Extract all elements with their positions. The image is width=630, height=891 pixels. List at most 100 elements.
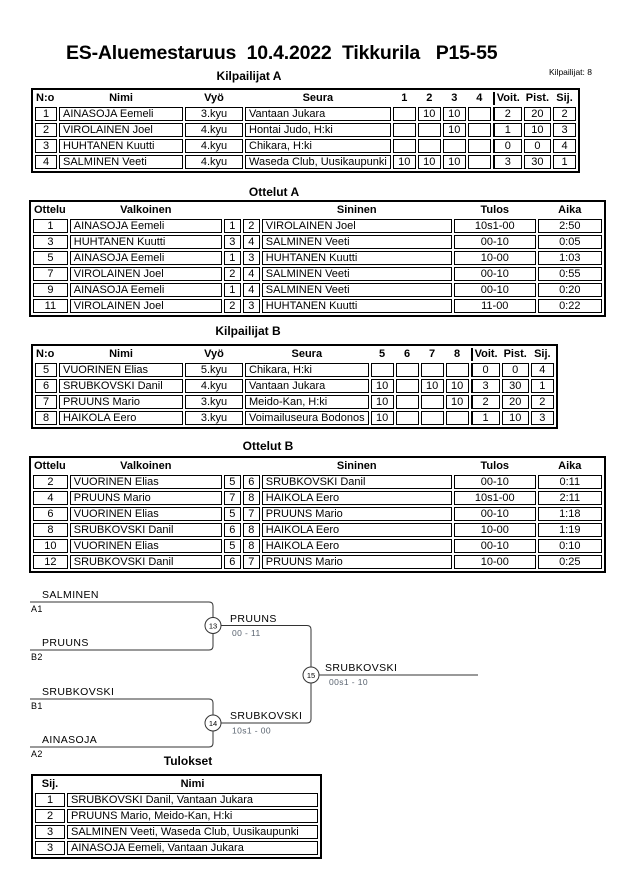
bracket-diagram: SALMINEN A1 PRUUNS B2 13 PRUUNS 00 - 11 …	[30, 589, 478, 759]
table-row: 4 SALMINEN Veeti 4.kyu Waseda Club, Uusi…	[35, 155, 577, 169]
table-row: 2 VUORINEN Elias 5 6 SRUBKOVSKI Danil 00…	[33, 475, 602, 489]
col-header-sij: Sij.	[556, 92, 573, 104]
col-header-no: N:o	[36, 348, 55, 360]
col-header-voit: Voit.	[492, 92, 522, 105]
section-title-kilpailijat-a: Kilpailijat A	[216, 69, 282, 83]
col-header-nimi: Nimi	[180, 778, 205, 790]
col-header-opp8: 8	[454, 348, 461, 360]
table-row: 7 VIROLAINEN Joel 2 4 SALMINEN Veeti 00-…	[33, 267, 602, 281]
kilpailijat-a-table: N:o Nimi Vyö Seura 1 2 3 4 Voit. Pist. S…	[31, 88, 581, 173]
bracket-seed-label: B1	[31, 701, 43, 711]
bracket-player-name: SRUBKOVSKI	[42, 686, 114, 698]
bracket-connector-line	[221, 683, 312, 724]
col-header-opp2: 2	[426, 92, 433, 104]
header-row: N:o Nimi Vyö Seura 1 2 3 4 Voit. Pist. S…	[35, 92, 576, 105]
section-title-ottelut-a: Ottelut A	[248, 185, 300, 199]
col-header-sininen: Sininen	[336, 460, 377, 472]
table-row: 3 AINASOJA Eemeli, Vantaan Jukara	[35, 841, 318, 855]
bracket-player-name: PRUUNS	[42, 637, 89, 649]
table-row: 3 SALMINEN Veeti, Waseda Club, Uusikaupu…	[35, 825, 318, 839]
bracket-winner-name: PRUUNS	[230, 613, 277, 625]
header-row: N:o Nimi Vyö Seura 5 6 7 8 Voit. Pist. S…	[35, 348, 554, 361]
col-header-opp7: 7	[429, 348, 436, 360]
col-header-sij: Sij.	[534, 348, 551, 360]
table-row: 11 VIROLAINEN Joel 2 3 HUHTANEN Kuutti 1…	[33, 299, 602, 313]
section-title-ottelut-b: Ottelut B	[242, 439, 294, 453]
table-row: 8 HAIKOLA Eero 3.kyu Voimailuseura Bodon…	[35, 411, 554, 425]
kilpailijat-b-table: N:o Nimi Vyö Seura 5 6 7 8 Voit. Pist. S…	[31, 344, 558, 429]
bracket-seed-label: A1	[31, 604, 43, 614]
table-row: 2 VIROLAINEN Joel 4.kyu Hontai Judo, H:k…	[35, 123, 577, 137]
table-row: 1 SRUBKOVSKI Danil, Vantaan Jukara	[35, 793, 318, 807]
tulokset-table: Sij. Nimi 1 SRUBKOVSKI Danil, Vantaan Ju…	[31, 774, 322, 859]
header-row: Sij. Nimi	[35, 778, 318, 791]
col-header-tulos: Tulos	[480, 204, 510, 216]
col-header-seura: Seura	[291, 348, 323, 360]
col-header-nimi: Nimi	[109, 92, 133, 104]
table-row: 9 AINASOJA Eemeli 1 4 SALMINEN Veeti 00-…	[33, 283, 602, 297]
table-row: 2 PRUUNS Mario, Meido-Kan, H:ki	[35, 809, 318, 823]
col-header-opp5: 5	[379, 348, 386, 360]
col-header-sininen: Sininen	[336, 204, 377, 216]
col-header-pist: Pist.	[525, 92, 550, 104]
table-row: 3 HUHTANEN Kuutti 3 4 SALMINEN Veeti 00-…	[33, 235, 602, 249]
table-row: 5 VUORINEN Elias 5.kyu Chikara, H:ki 0 0…	[35, 363, 554, 377]
col-header-wno	[224, 204, 241, 217]
ottelut-a-table: Ottelu Valkoinen Sininen Tulos Aika 1 AI…	[29, 200, 606, 317]
match-number: 13	[209, 622, 217, 631]
col-header-vyo: Vyö	[204, 92, 224, 104]
page-title: ES-Aluemestaruus 10.4.2022 Tikkurila P15…	[66, 42, 498, 64]
col-header-voit: Voit.	[470, 348, 500, 361]
match-number-circle	[302, 666, 320, 684]
match-number-circle	[204, 714, 222, 732]
col-header-seura: Seura	[302, 92, 334, 104]
col-header-aika: Aika	[558, 204, 582, 216]
bracket-match-score: 10s1 - 00	[232, 726, 271, 736]
bracket-winner-name: SRUBKOVSKI	[230, 710, 302, 722]
ottelut-b-table: Ottelu Valkoinen Sininen Tulos Aika 2 VU…	[29, 456, 606, 573]
match-number-circle	[204, 617, 222, 634]
table-row: 1 AINASOJA Eemeli 3.kyu Vantaan Jukara 1…	[35, 107, 577, 121]
bracket-seed-label: B2	[31, 652, 43, 662]
col-header-ottelu: Ottelu	[34, 204, 66, 216]
col-header-bno	[243, 460, 260, 473]
bracket-winner-name: SRUBKOVSKI	[325, 662, 397, 674]
bracket-match-score: 00 - 11	[232, 628, 261, 638]
col-header-aika: Aika	[558, 460, 582, 472]
col-header-no: N:o	[36, 92, 55, 104]
bracket-connector-line	[30, 731, 214, 748]
col-header-opp3: 3	[451, 92, 458, 104]
bracket-match-score: 00s1 - 10	[329, 677, 368, 687]
section-title-kilpailijat-b: Kilpailijat B	[215, 324, 281, 338]
bracket-connector-line	[221, 625, 312, 667]
col-header-wno	[224, 460, 241, 473]
col-header-valkoinen: Valkoinen	[120, 460, 172, 472]
col-header-ottelu: Ottelu	[34, 460, 66, 472]
header-row: Ottelu Valkoinen Sininen Tulos Aika	[33, 460, 602, 473]
col-header-nimi: Nimi	[109, 348, 133, 360]
table-row: 5 AINASOJA Eemeli 1 3 HUHTANEN Kuutti 10…	[33, 251, 602, 265]
bracket-connector-line	[30, 698, 214, 715]
table-row: 7 PRUUNS Mario 3.kyu Meido-Kan, H:ki 10 …	[35, 395, 554, 409]
competitor-count-label: Kilpailijat: 8	[549, 67, 592, 77]
bracket-connector-line	[30, 601, 214, 618]
col-header-opp4: 4	[476, 92, 483, 104]
col-header-sij: Sij.	[41, 778, 59, 790]
bracket-connector-line	[30, 633, 214, 651]
match-number: 15	[307, 671, 315, 680]
col-header-opp6: 6	[404, 348, 411, 360]
bracket-seed-label: A2	[31, 749, 43, 759]
table-row: 12 SRUBKOVSKI Danil 6 7 PRUUNS Mario 10-…	[33, 555, 602, 569]
bracket-player-name: SALMINEN	[42, 589, 99, 601]
table-row: 6 VUORINEN Elias 5 7 PRUUNS Mario 00-10 …	[33, 507, 602, 521]
col-header-vyo: Vyö	[204, 348, 224, 360]
match-number: 14	[209, 719, 217, 728]
col-header-valkoinen: Valkoinen	[120, 204, 172, 216]
section-title-tulokset: Tulokset	[163, 754, 213, 768]
table-row: 4 PRUUNS Mario 7 8 HAIKOLA Eero 10s1-00 …	[33, 491, 602, 505]
col-header-opp1: 1	[401, 92, 408, 104]
table-row: 10 VUORINEN Elias 5 8 HAIKOLA Eero 00-10…	[33, 539, 602, 553]
header-row: Ottelu Valkoinen Sininen Tulos Aika	[33, 204, 602, 217]
table-row: 6 SRUBKOVSKI Danil 4.kyu Vantaan Jukara …	[35, 379, 554, 393]
table-row: 3 HUHTANEN Kuutti 4.kyu Chikara, H:ki 0 …	[35, 139, 577, 153]
